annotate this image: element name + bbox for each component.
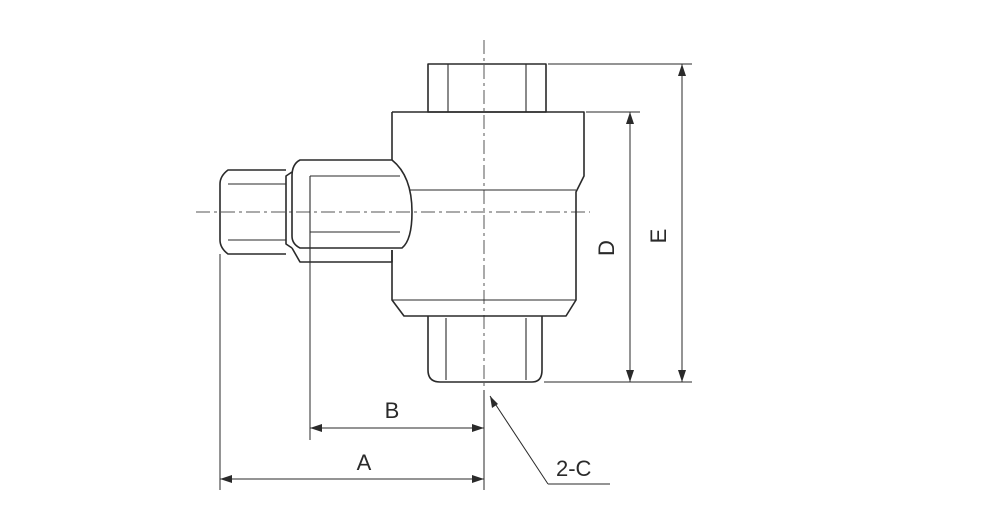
dimension-b-label: B — [385, 398, 400, 423]
dimension-b — [309, 262, 485, 440]
dimension-a-label: A — [357, 450, 372, 475]
side-hex-nut — [285, 159, 413, 263]
dimension-e — [548, 63, 692, 383]
top-hex-nut — [427, 63, 547, 113]
dimension-e-label: E — [646, 229, 671, 244]
dimension-d — [544, 111, 640, 383]
leader-2c-label: 2-C — [556, 456, 592, 481]
dimension-a — [219, 254, 485, 490]
dimension-d-label: D — [594, 240, 619, 256]
bottom-stub — [427, 316, 543, 383]
main-body — [391, 111, 585, 317]
side-tube — [219, 169, 286, 255]
leader-2c — [489, 395, 610, 485]
